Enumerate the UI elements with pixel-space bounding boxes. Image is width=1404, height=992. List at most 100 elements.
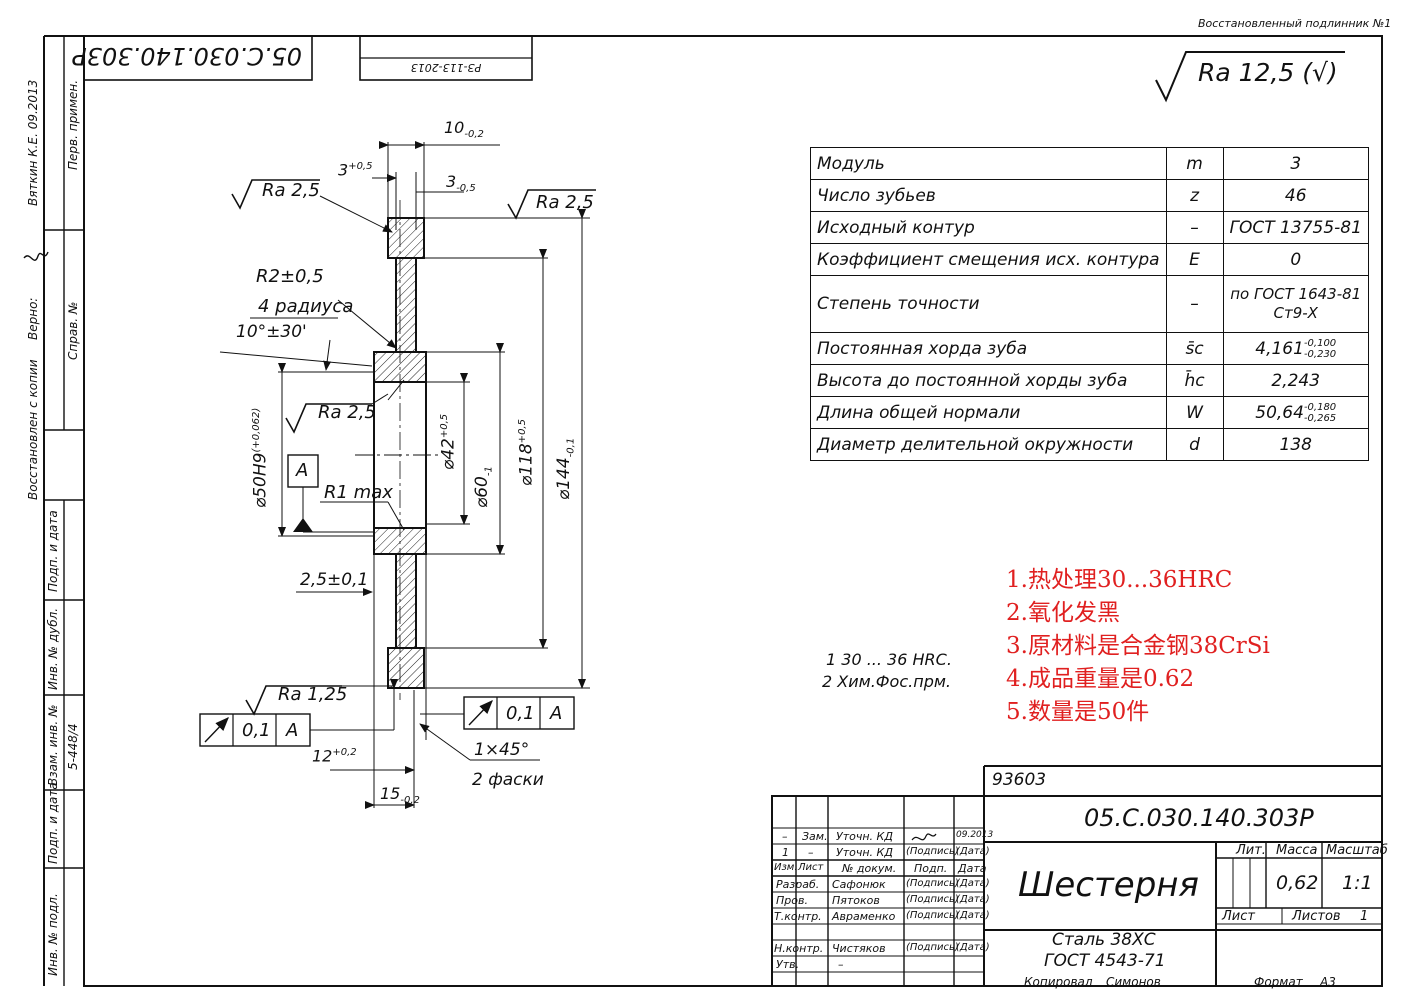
- title-copied-label: Копировал: [1024, 975, 1093, 989]
- general-roughness: Ra 12,5 (√): [1198, 58, 1338, 87]
- rev-row-1-c: Уточн. КД: [836, 830, 893, 843]
- rev-row-2-a: 1: [782, 846, 789, 859]
- inv-orig-label: Инв. № подл.: [46, 893, 60, 976]
- param-name: Исходный контур: [810, 211, 1167, 244]
- dim-bore: ⌀50H9(+0,062): [250, 407, 271, 508]
- rev-header-a: Изм.: [774, 862, 798, 873]
- table-row: Длина общей нормали W 50,64-0,180-0,265: [810, 396, 1369, 429]
- role-5-date: (Дата): [956, 942, 990, 953]
- red-note-1: 1.热处理30...36HRC: [1006, 567, 1233, 593]
- role-5-name: Чистяков: [832, 942, 886, 955]
- gear-parameters-table: Модуль m 3 Число зубьев z 46 Исходный ко…: [810, 147, 1369, 461]
- role-2-name: Пятоков: [832, 894, 880, 907]
- reference-label: Справ. №: [66, 301, 80, 360]
- runout-left-value: 0,1: [242, 720, 271, 741]
- param-value: 4,161-0,100-0,230: [1222, 332, 1369, 365]
- tech-note-2: 2 Хим.Фос.прм.: [822, 672, 951, 691]
- dim-d60: ⌀60-1: [472, 466, 495, 508]
- rev-row-1-e: 09.2013: [956, 830, 994, 840]
- table-row: Постоянная хорда зуба s̄c 4,161-0,100-0,…: [810, 332, 1369, 365]
- author-label: Вяткин К.Е. 09.2013: [26, 79, 40, 206]
- dim-rim-side: 3-0,5: [446, 172, 476, 195]
- dim-d118: ⌀118+0,5: [516, 419, 537, 486]
- param-symbol: s̄c: [1165, 332, 1224, 365]
- param-name: Коэффициент смещения исх. контура: [810, 243, 1167, 276]
- param-symbol: –: [1165, 211, 1224, 244]
- rev-header-c: № докум.: [842, 862, 897, 875]
- rev-row-1-a: –: [782, 830, 788, 843]
- dim-d144: ⌀144-0,1: [554, 437, 577, 500]
- param-value: 2,243: [1222, 364, 1369, 397]
- restored-original-label: Восстановленный подлинник №1: [1198, 17, 1392, 30]
- param-symbol: h̄c: [1165, 364, 1224, 397]
- param-symbol: d: [1165, 428, 1224, 461]
- param-name: Степень точности: [810, 275, 1167, 333]
- title-top-number: 93603: [992, 770, 1047, 790]
- sign-date-label-1: Подп. и дата: [46, 510, 60, 592]
- rev-header-d: Подп.: [914, 862, 948, 875]
- title-scale-label: Масштаб: [1326, 843, 1388, 858]
- rev-row-2-d: (Подпись): [906, 846, 959, 857]
- role-5-sign: (Подпись): [906, 942, 959, 953]
- role-1-date: (Дата): [956, 878, 990, 889]
- title-sheets-value: 1: [1360, 909, 1369, 924]
- runout-right-value: 0,1: [506, 703, 535, 724]
- param-symbol: W: [1165, 396, 1224, 429]
- dim-hub-offset: 12+0,2: [312, 746, 357, 766]
- param-name: Высота до постоянной хорды зуба: [810, 364, 1167, 397]
- title-mass-value: 0,62: [1276, 872, 1319, 894]
- replaced-inv-value: 5-448/4: [66, 723, 80, 770]
- table-row: Диаметр делительной окружности d 138: [810, 428, 1369, 461]
- role-6: Утв.: [776, 958, 800, 971]
- sign-date-label-2: Подп. и дата: [46, 782, 60, 864]
- title-part-name: Шестерня: [1018, 865, 1199, 905]
- rev-row-1-b: Зам.: [802, 830, 828, 843]
- title-mass-label: Масса: [1276, 843, 1318, 858]
- role-1: Разраб.: [776, 878, 820, 891]
- roughness-bore: Ra 2,5: [318, 402, 376, 423]
- param-value: 50,64-0,180-0,265: [1222, 396, 1369, 429]
- role-6-name: –: [838, 958, 844, 971]
- runout-left-datum: A: [286, 720, 299, 741]
- dim-chamfer-count: 2 фаски: [472, 770, 544, 790]
- red-note-5: 5.数量是50件: [1006, 699, 1150, 725]
- param-symbol: z: [1165, 179, 1224, 212]
- role-5: Н.контр.: [774, 942, 824, 955]
- roughness-left: Ra 2,5: [262, 180, 320, 201]
- first-use-label: Перв. примен.: [66, 79, 80, 170]
- param-value: 138: [1222, 428, 1369, 461]
- dim-r1-max: R1 max: [324, 482, 393, 503]
- param-name: Постоянная хорда зуба: [810, 332, 1167, 365]
- table-row: Исходный контур – ГОСТ 13755-81: [810, 211, 1369, 244]
- red-note-4: 4.成品重量是0.62: [1006, 666, 1195, 692]
- table-row: Коэффициент смещения исх. контура E 0: [810, 243, 1369, 276]
- title-sheet-label: Лист: [1222, 909, 1255, 924]
- dim-rim-step: 3+0,5: [338, 160, 373, 180]
- role-1-sign: (Подпись): [906, 878, 959, 889]
- param-symbol: m: [1165, 147, 1224, 180]
- param-value: 0: [1222, 243, 1369, 276]
- title-format-label: Формат: [1254, 975, 1303, 989]
- param-symbol: E: [1165, 243, 1224, 276]
- rev-header-b: Лист: [798, 862, 824, 873]
- dim-angle: 10°±30': [236, 322, 307, 342]
- mirrored-designation: 05.С.030.140.303Р: [72, 42, 302, 70]
- signature-scribble-change: [911, 833, 937, 841]
- role-3: Т.контр.: [774, 910, 822, 923]
- param-symbol: –: [1165, 275, 1224, 333]
- role-3-name: Авраменко: [832, 910, 896, 923]
- role-1-name: Сафонюк: [832, 878, 886, 891]
- rev-row-2-c: Уточн. КД: [836, 846, 893, 859]
- param-name: Число зубьев: [810, 179, 1167, 212]
- dim-total-width: 10-0,2: [444, 118, 484, 141]
- title-lit-label: Лит.: [1236, 843, 1266, 858]
- title-format-value: А3: [1320, 975, 1336, 989]
- rev-row-2-b: –: [808, 846, 814, 859]
- dim-hub-width: 15-0,2: [380, 784, 420, 807]
- role-2-date: (Дата): [956, 894, 990, 905]
- rev-header-e: Дата: [958, 862, 987, 875]
- inv-dupl-label: Инв. № дубл.: [46, 607, 60, 690]
